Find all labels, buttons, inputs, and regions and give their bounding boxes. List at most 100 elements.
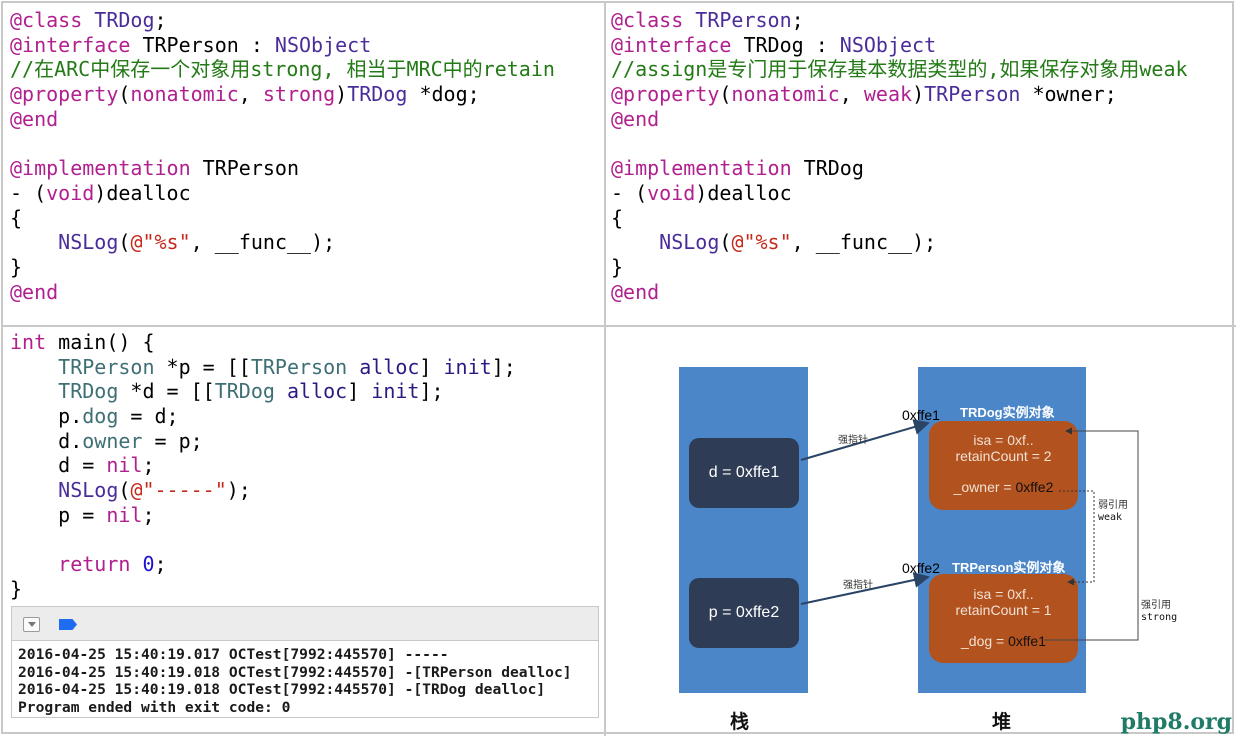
code-token: ) xyxy=(335,82,348,107)
code-token: TRDog xyxy=(58,379,119,404)
code-token: alloc xyxy=(286,379,348,404)
trdog-class-code: @class TRPerson;@interface TRDog : NSObj… xyxy=(611,8,1188,304)
code-line: @end xyxy=(10,280,555,305)
code-token: dog xyxy=(82,404,119,429)
strong-pointer-label-d: 强指针 xyxy=(838,435,868,446)
code-token: - ( xyxy=(611,180,648,205)
code-token: NSObject xyxy=(274,32,372,57)
code-token: init xyxy=(371,379,420,404)
memory-diagram: d = 0xffe1 p = 0xffe2 TRDog实例对象 0xffe1 i… xyxy=(606,327,1236,736)
code-token: d = xyxy=(10,453,107,478)
code-token: return xyxy=(58,552,131,577)
dog-isa: isa = 0xf.. xyxy=(973,432,1034,448)
code-line xyxy=(10,131,555,156)
code-token: int xyxy=(10,330,47,354)
watermark: php8.org xyxy=(1120,709,1232,735)
code-line: //assign是专门用于保存基本数据类型的,如果保存对象用weak xyxy=(611,57,1188,82)
stack-var-d: d = 0xffe1 xyxy=(689,438,799,508)
code-token xyxy=(347,355,359,379)
ref-value: 0xffe1 xyxy=(1008,633,1046,649)
trperson-class-code: @class TRDog;@interface TRPerson : NSObj… xyxy=(10,8,555,304)
code-token: alloc xyxy=(359,354,420,379)
breakpoint-icon[interactable] xyxy=(59,619,77,630)
code-token xyxy=(10,478,58,502)
weak-ref-label: 弱引用 weak xyxy=(1098,500,1128,524)
code-line: int main() { xyxy=(10,330,516,355)
person-retain-count: retainCount = 1 xyxy=(955,602,1052,618)
person-object-box: isa = 0xf.. retainCount = 1 _dog = 0xffe… xyxy=(929,574,1078,663)
code-token: TRPerson xyxy=(250,354,348,379)
code-token: main() { xyxy=(46,330,155,354)
reference-arrows xyxy=(800,419,1139,641)
divider-vertical xyxy=(604,3,606,736)
code-token: ; xyxy=(142,453,155,478)
code-token: ]; xyxy=(491,354,516,379)
divider-horizontal xyxy=(3,325,1236,327)
console-line: 2016-04-25 15:40:19.018 OCTest[7992:4455… xyxy=(18,681,546,698)
code-token: , xyxy=(238,82,263,107)
strong-ref-label-en: strong xyxy=(1141,612,1178,623)
code-token: ( xyxy=(118,478,131,503)
code-token: @property xyxy=(611,82,720,107)
code-token xyxy=(10,230,58,254)
code-line: @implementation TRDog xyxy=(611,156,1188,181)
code-token: void xyxy=(647,180,696,205)
code-line: NSLog(@"%s", __func__); xyxy=(611,230,1188,255)
console-line: 2016-04-25 15:40:19.017 OCTest[7992:4455… xyxy=(18,646,449,663)
code-token: NSLog xyxy=(58,230,119,255)
code-line: @end xyxy=(10,107,555,132)
strong-pointer-label-p: 强指针 xyxy=(843,580,873,591)
code-line: @property(nonatomic, strong)TRDog *dog; xyxy=(10,82,555,107)
code-token: weak xyxy=(863,82,913,107)
code-token: @"%s" xyxy=(731,230,792,255)
ref-value: 0xffe2 xyxy=(1015,479,1054,495)
code-line: @end xyxy=(611,280,1188,305)
dog-object-title: TRDog实例对象 xyxy=(960,405,1055,420)
dog-retain-count: retainCount = 2 xyxy=(955,448,1052,464)
code-token: ]; xyxy=(419,379,444,404)
code-token: void xyxy=(46,180,95,205)
code-token: } xyxy=(10,576,23,601)
code-line: //在ARC中保存一个对象用strong, 相当于MRC中的retain xyxy=(10,57,555,82)
code-token: @interface xyxy=(10,32,143,57)
code-token xyxy=(10,355,58,379)
code-token: @"%s" xyxy=(130,230,191,255)
code-line: } xyxy=(10,577,516,602)
code-line: - (void)dealloc xyxy=(10,181,555,206)
code-token: //assign是专门用于保存基本数据类型的,如果保存对象用weak xyxy=(611,57,1188,82)
code-token: @end xyxy=(611,106,660,131)
code-line: @end xyxy=(611,107,1188,132)
code-line: TRDog *d = [[TRDog alloc] init]; xyxy=(10,379,516,404)
person-isa: isa = 0xf.. xyxy=(973,586,1034,602)
strong-ref-label: 强引用 strong xyxy=(1141,600,1177,624)
strong-pointer-arrow-d xyxy=(800,419,930,461)
code-token: , xyxy=(839,82,864,107)
ref-name: _owner = xyxy=(953,479,1016,495)
code-token: TRPerson xyxy=(58,354,155,379)
code-token: *p = [[ xyxy=(154,354,251,379)
code-token: ] xyxy=(347,379,372,404)
code-line: @property(nonatomic, weak)TRPerson *owne… xyxy=(611,82,1188,107)
code-line xyxy=(10,528,516,553)
weak-ref-label-en: weak xyxy=(1098,512,1123,523)
weak-ref-label-cn: 弱引用 xyxy=(1098,500,1128,511)
console-toolbar xyxy=(12,607,598,641)
code-token: ; xyxy=(791,8,804,32)
code-token: @end xyxy=(611,279,660,304)
weak-ref-line xyxy=(1059,490,1095,586)
code-token: TRDog xyxy=(347,82,408,107)
code-token: //在ARC中保存一个对象用strong, 相当于MRC中的retain xyxy=(10,57,555,82)
stack-var-p: p = 0xffe2 xyxy=(689,578,799,648)
code-token: ( xyxy=(719,230,732,255)
code-line: NSLog(@"-----"); xyxy=(10,478,516,503)
code-token xyxy=(130,552,142,576)
hide-console-toggle-icon[interactable] xyxy=(23,617,40,632)
stack-label: 栈 xyxy=(730,711,750,733)
code-line: { xyxy=(611,206,1188,231)
code-token: ); xyxy=(226,478,251,503)
code-token: @class xyxy=(611,8,696,32)
console-line: 2016-04-25 15:40:19.018 OCTest[7992:4455… xyxy=(18,663,572,681)
code-token: init xyxy=(443,354,492,379)
code-token: ) xyxy=(912,82,925,107)
